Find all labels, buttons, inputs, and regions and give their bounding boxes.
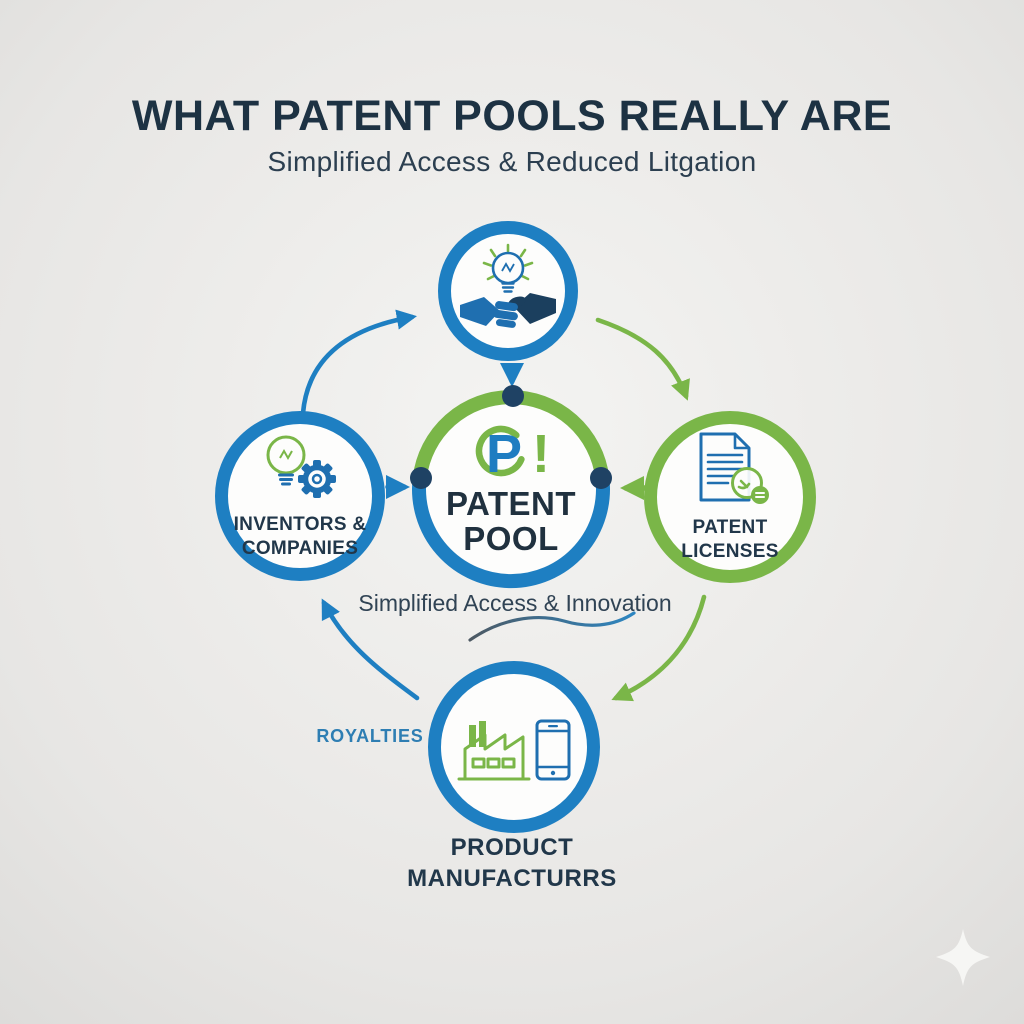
node-patent-licenses: PATENT LICENSES: [644, 411, 816, 583]
lightbulb-gear-icon: [266, 435, 336, 498]
license-document-icon: [699, 432, 769, 504]
arrow-right-to-bottom: [611, 594, 707, 702]
smartphone-icon: [535, 719, 571, 781]
pool-label-line2: POOL: [463, 520, 559, 557]
flow-caption: Simplified Access & Innovation: [358, 590, 672, 616]
node-product-manufacturers: [428, 661, 600, 833]
arrow-top-to-right: [595, 317, 690, 401]
manufacturers-label-line2: MANUFACTURRS: [407, 865, 617, 893]
factory-smartphone-icon: [457, 719, 571, 781]
node-idea-handshake: [438, 221, 578, 361]
royalties-label: ROYALTIES: [316, 726, 424, 746]
arrow-bottom-to-left: [321, 598, 420, 701]
logo-exclamation: !: [532, 424, 550, 483]
patent-pool-center: P ! PATENT POOL: [426, 404, 596, 574]
pool-label-line1: PATENT: [445, 485, 577, 523]
lightbulb-handshake-icon: [460, 243, 556, 328]
caption-swoosh-line: [468, 611, 636, 642]
junction-dot-top: [502, 385, 524, 407]
inventors-label-line1: INVENTORS &: [233, 513, 367, 535]
junction-dot-right: [590, 467, 612, 489]
patent-pool-circle: [426, 404, 596, 574]
sparkle-icon: [936, 929, 990, 986]
arrow-left-to-top: [300, 309, 417, 416]
page-title: WHAT PATENT POOLS REALLY ARE: [131, 92, 893, 140]
licenses-label-line2: LICENSES: [681, 541, 779, 562]
page-subtitle: Simplified Access & Reduced Litgation: [267, 146, 757, 177]
manufacturers-label: PRODUCT MANUFACTURRS: [362, 832, 662, 894]
manufacturers-label-line1: PRODUCT: [450, 834, 574, 861]
factory-icon: [457, 733, 531, 781]
node-inventors-companies: INVENTORS & COMPANIES: [215, 411, 385, 581]
gear-icon: [298, 459, 336, 498]
junction-dot-left: [410, 467, 432, 489]
patent-pool-logo: P !: [475, 424, 550, 483]
pool-ring-blue-arc: [412, 476, 610, 589]
inventors-label-line2: COMPANIES: [241, 538, 359, 559]
logo-letter-p: P: [486, 424, 522, 483]
licenses-label-line1: PATENT: [692, 516, 768, 538]
